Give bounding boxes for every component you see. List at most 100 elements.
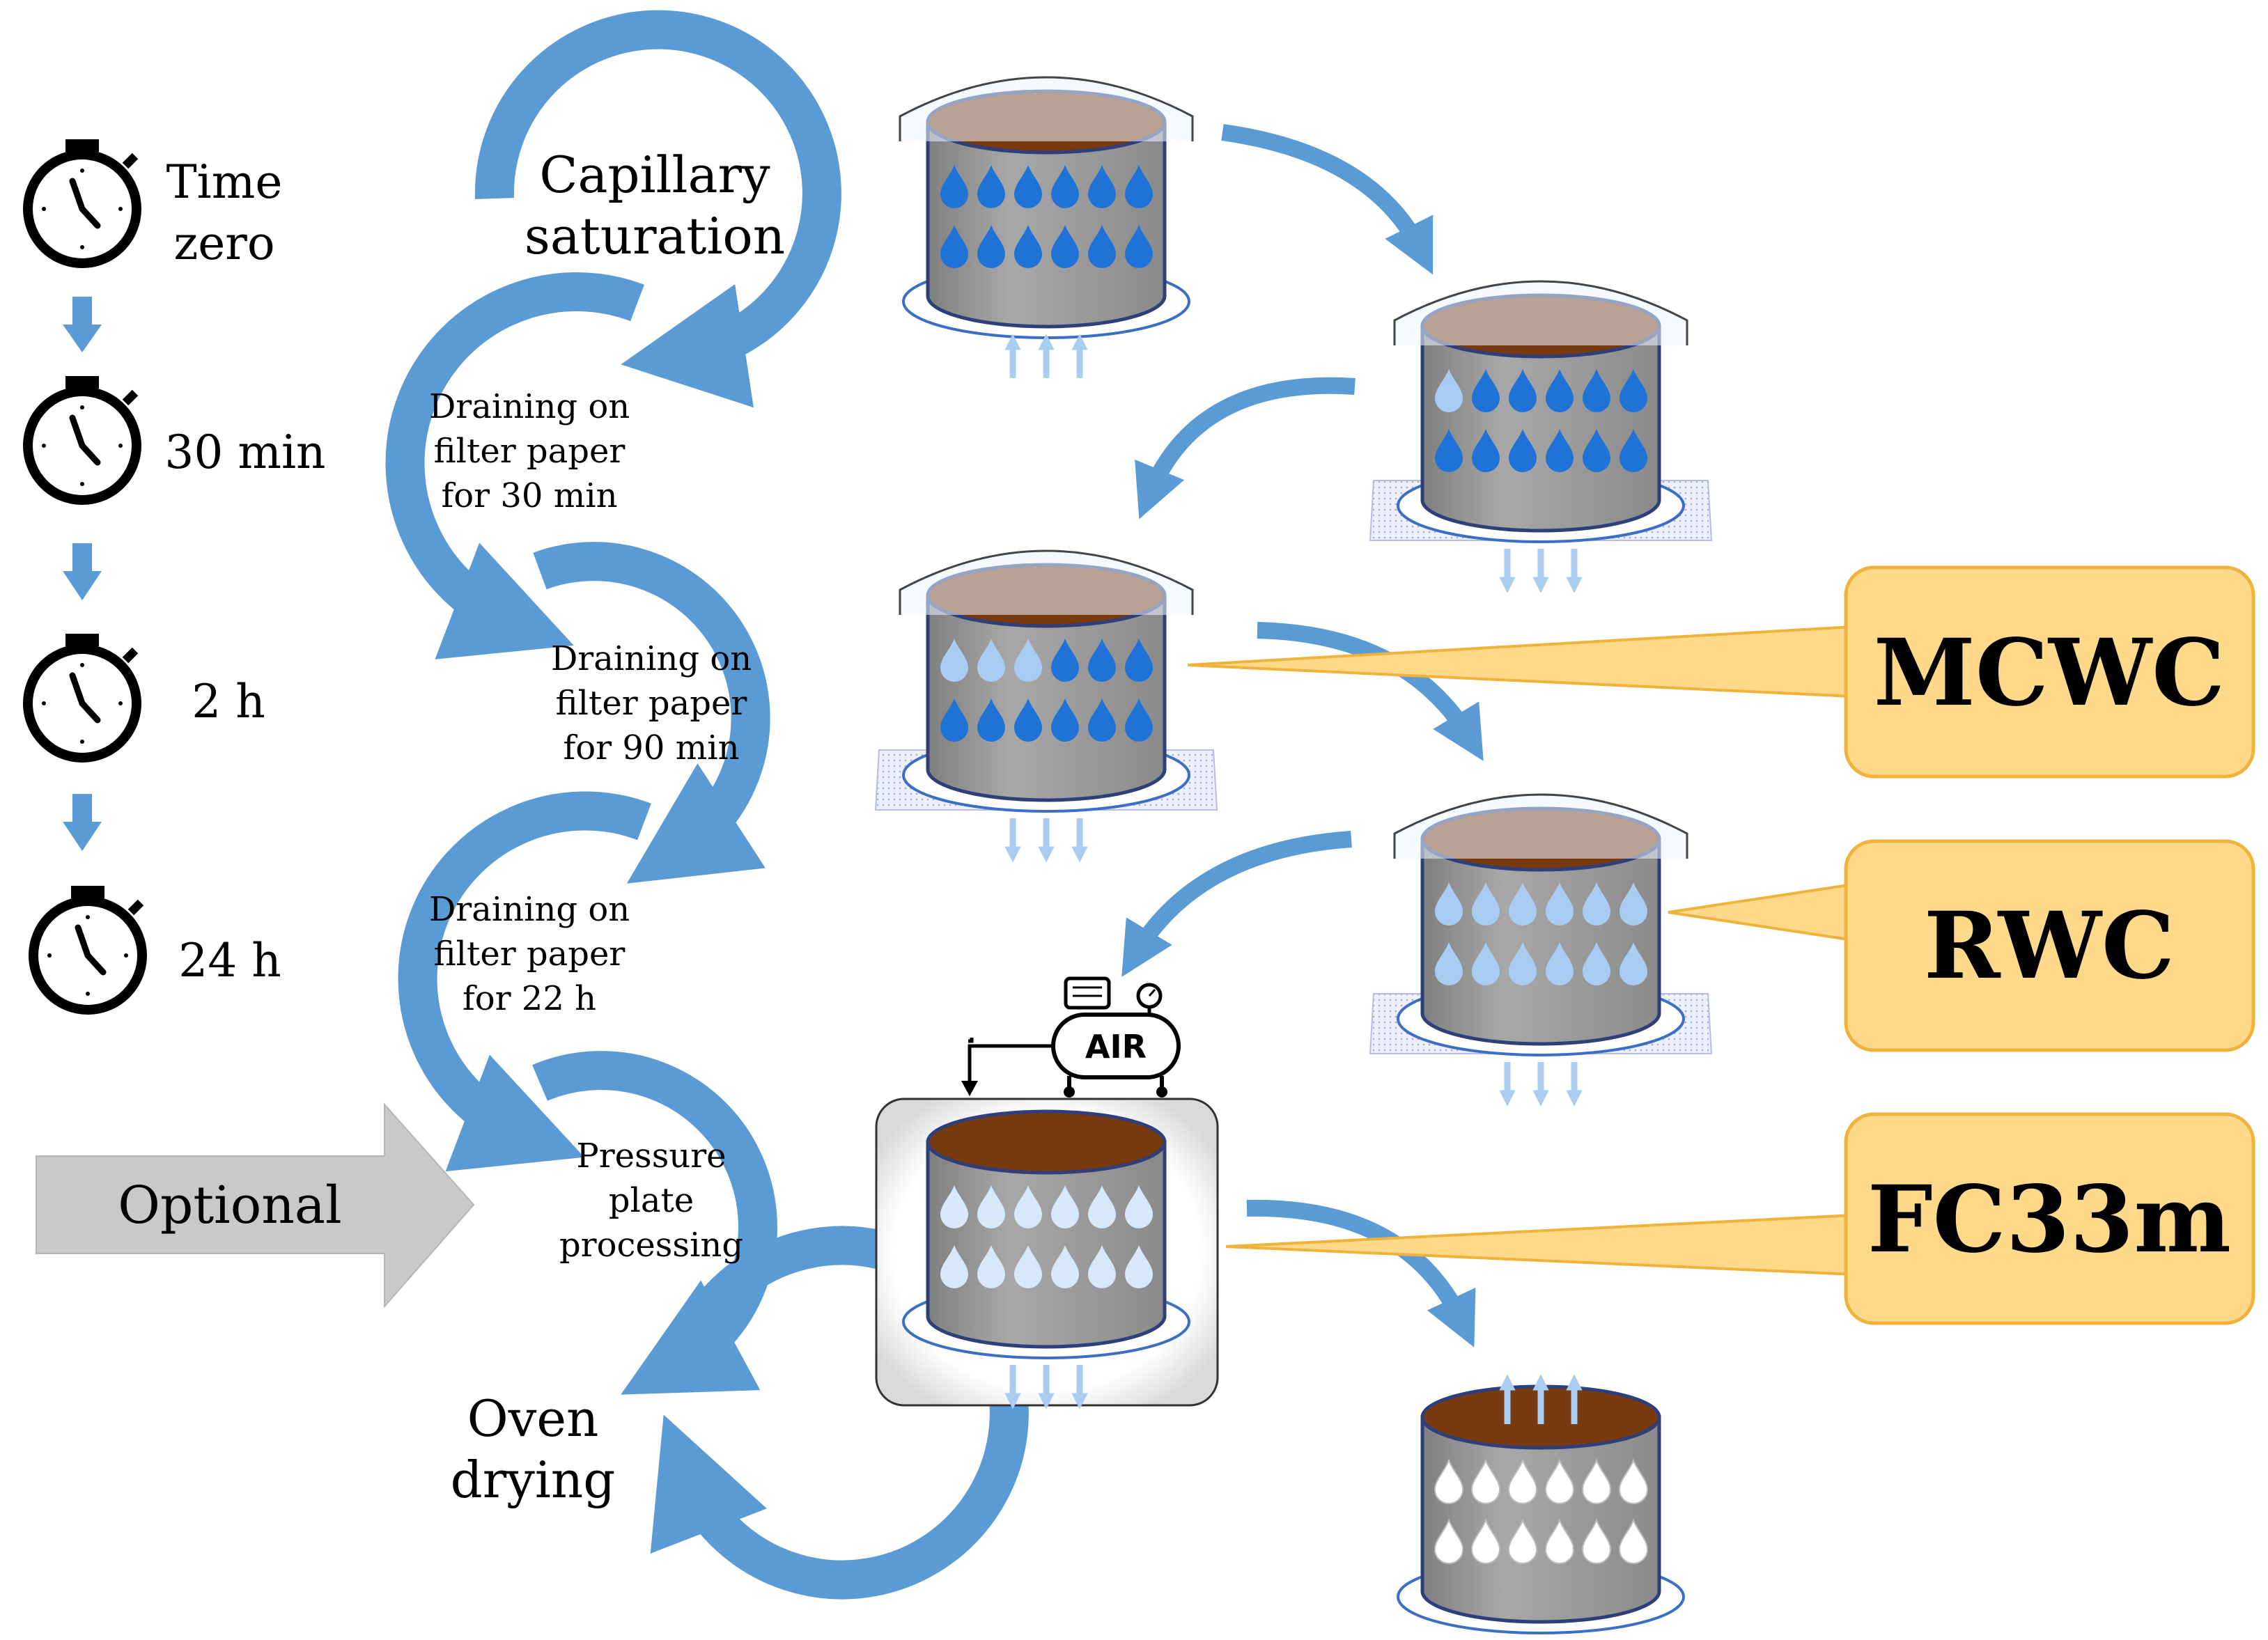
timeline: Time zero 30 min — [23, 139, 326, 1015]
step-pressure-line2: plate — [609, 1181, 694, 1220]
soil-sample-saturated — [899, 76, 1194, 378]
water-drop — [1620, 882, 1647, 926]
step-drain90-line2: filter paper — [556, 684, 747, 723]
water-drop — [1435, 369, 1463, 412]
water-drop — [1435, 942, 1463, 985]
soil-sample-draining-2h — [874, 549, 1218, 863]
water-drop — [1583, 429, 1610, 472]
water-drop — [977, 225, 1005, 268]
water-drop — [1507, 1458, 1538, 1504]
water-drop — [1051, 639, 1079, 682]
water-drop — [1509, 429, 1537, 472]
callout-mcwc: MCWC — [1187, 565, 2255, 779]
water-drop — [1472, 369, 1500, 412]
water-drop — [1544, 1458, 1575, 1504]
water-drop — [1618, 1458, 1649, 1504]
stopwatch-icon — [23, 634, 141, 763]
soil-surface — [926, 1109, 1167, 1175]
flow-arrow — [1221, 124, 1434, 275]
dome-lid — [1393, 280, 1688, 345]
water-drop — [1014, 225, 1042, 268]
stopwatch-icon — [23, 139, 141, 268]
step-capillary-line1: Capillary — [539, 146, 770, 204]
water-drop — [1088, 1185, 1116, 1228]
soil-samples — [874, 76, 1713, 1634]
step-drain22h-line2: filter paper — [434, 935, 626, 974]
callouts: MCWC RWC FC33m — [1187, 565, 2255, 1325]
step-drain22h-line3: for 22 h — [463, 979, 596, 1018]
process-loops — [385, 10, 1029, 1600]
timeline-arrow — [63, 543, 102, 600]
water-drop — [940, 698, 968, 742]
water-drop — [1014, 639, 1042, 682]
water-drop — [1014, 698, 1042, 742]
step-capillary-line2: saturation — [525, 207, 785, 265]
flow-arrow — [1257, 622, 1484, 761]
water-drop — [1125, 1185, 1153, 1228]
timeline-label-line1: Time — [166, 155, 283, 209]
water-drop — [1051, 165, 1079, 208]
dome-lid — [1393, 793, 1688, 859]
water-drop — [1051, 698, 1079, 742]
callout-label: FC33m — [1867, 1166, 2231, 1274]
water-drop — [1618, 1518, 1649, 1564]
water-drop — [1544, 1518, 1575, 1564]
step-drain90-line3: for 90 min — [564, 728, 740, 767]
water-drop — [1472, 942, 1500, 985]
water-drop — [1509, 882, 1537, 926]
water-drop — [1583, 369, 1610, 412]
water-drop — [1051, 225, 1079, 268]
water-drop — [1051, 1185, 1079, 1228]
water-drop — [1125, 1245, 1153, 1288]
water-drop — [977, 698, 1005, 742]
water-drop — [1051, 1245, 1079, 1288]
timeline-arrow — [63, 794, 102, 851]
water-drop — [1583, 882, 1610, 926]
soil-sample-draining-30min — [1369, 280, 1713, 593]
water-drop — [940, 639, 968, 682]
water-drop — [1507, 1518, 1538, 1564]
timeline-label-line1: 2 h — [192, 675, 265, 728]
step-oven-line2: drying — [451, 1451, 616, 1509]
soil-sample-pressure-plate — [902, 1109, 1190, 1409]
water-drop — [940, 1185, 968, 1228]
water-drop — [1509, 369, 1537, 412]
callout-label: MCWC — [1874, 619, 2225, 727]
step-oven-line1: Oven — [467, 1389, 599, 1448]
water-drop — [977, 639, 1005, 682]
water-drop — [1581, 1518, 1612, 1564]
water-drop — [1620, 942, 1647, 985]
water-drop — [1546, 369, 1574, 412]
water-drop — [940, 225, 968, 268]
water-drop — [977, 1185, 1005, 1228]
step-drain30-line2: filter paper — [434, 432, 626, 471]
timeline-step-3: 24 h — [29, 886, 281, 1015]
loop-arrow-4 — [398, 791, 651, 1171]
optional-label: Optional — [118, 1176, 341, 1235]
step-labels: Capillary saturation Draining on filter … — [429, 146, 785, 1509]
timeline-step-0: Time zero — [23, 139, 283, 270]
callout-label: RWC — [1924, 892, 2175, 1000]
step-drain22h-line1: Draining on — [429, 890, 630, 929]
water-drop — [1472, 882, 1500, 926]
flow-arrow — [1121, 831, 1352, 977]
water-drop — [1470, 1518, 1501, 1564]
step-drain30-line3: for 30 min — [442, 476, 618, 515]
timeline-label-line2: zero — [173, 217, 274, 270]
water-drop — [1088, 225, 1116, 268]
water-drop — [1472, 429, 1500, 472]
water-drop — [1434, 1458, 1464, 1504]
timeline-label-line1: 30 min — [164, 425, 325, 479]
timeline-arrow — [63, 297, 102, 352]
timeline-label-line1: 24 h — [178, 934, 281, 987]
step-pressure-line3: processing — [559, 1226, 743, 1265]
water-drop — [1546, 429, 1574, 472]
water-drop — [1125, 698, 1153, 742]
soil-sample-oven-dried — [1397, 1374, 1685, 1634]
loop-arrow-6 — [651, 1226, 1029, 1600]
water-drop — [977, 1245, 1005, 1288]
water-drop — [1620, 369, 1647, 412]
flow-arrow — [1246, 1199, 1476, 1348]
timeline-step-1: 30 min — [23, 376, 326, 505]
loop-arrow-1 — [474, 10, 841, 407]
